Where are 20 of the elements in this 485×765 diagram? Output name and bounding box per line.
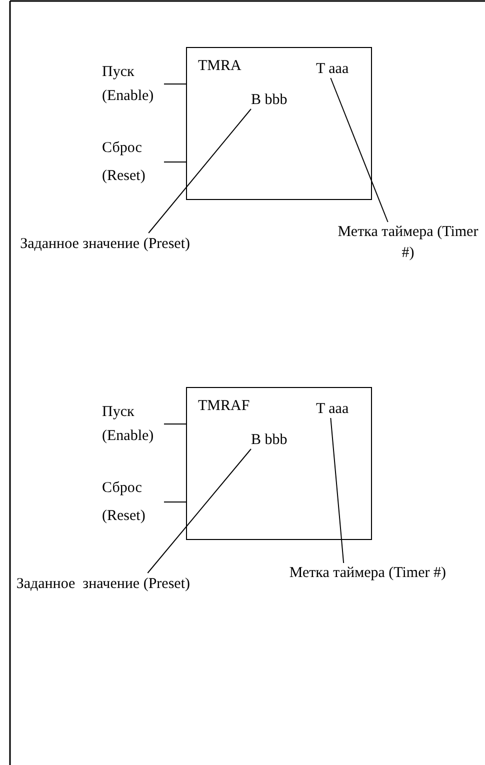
block-name: TMRA: [198, 58, 242, 75]
terminal-label: Заданное значение (Preset): [10, 233, 190, 255]
leader-line: [330, 418, 344, 564]
terminal-label: Сброс (Reset): [102, 474, 164, 530]
function-block: [186, 387, 372, 540]
terminal-label: Метка таймера (Timer #): [336, 222, 480, 264]
leader-line: [148, 108, 252, 234]
operand-label: T aaa: [316, 60, 349, 78]
terminal-label: Сброс (Reset): [102, 134, 164, 190]
terminal-label: Пуск (Enable): [102, 60, 164, 108]
terminal-label: Метка таймера (Timer #): [286, 563, 446, 584]
function-block: [186, 47, 372, 200]
leader-line: [330, 78, 388, 222]
block-name: TMRAF: [198, 398, 250, 415]
operand-label: B bbb: [251, 91, 288, 109]
terminal-label: Пуск (Enable): [102, 400, 164, 448]
leader-line: [147, 448, 252, 574]
operand-label: B bbb: [251, 431, 288, 449]
terminal-label: Заданное значение (Preset): [6, 573, 190, 595]
operand-label: T aaa: [316, 400, 349, 418]
